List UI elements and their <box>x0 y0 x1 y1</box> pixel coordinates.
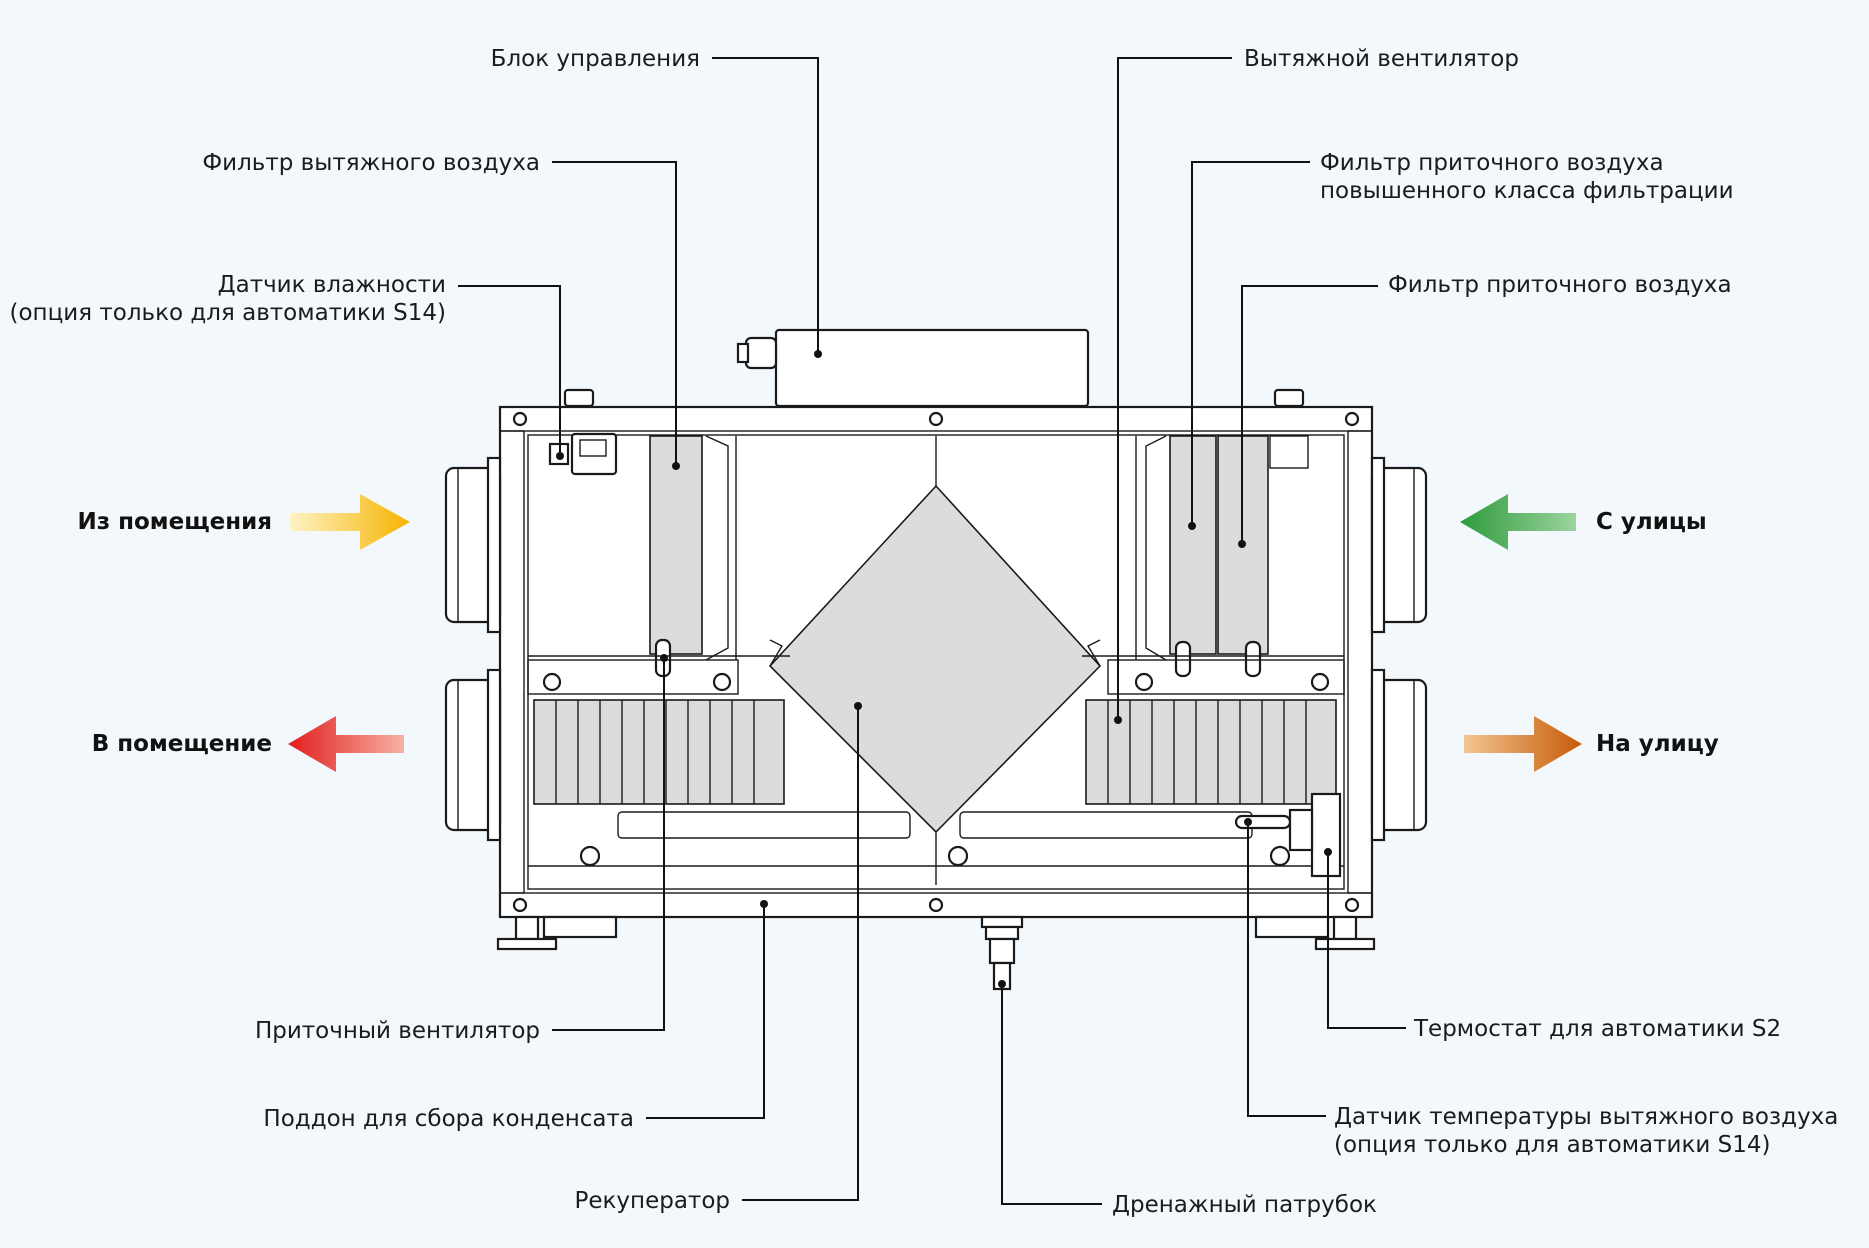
label-condensate-tray: Поддон для сбора конденсата <box>263 1106 634 1132</box>
condensate-tray-drawing <box>617 811 911 839</box>
top-clip-left <box>563 388 595 408</box>
right-rail <box>1347 430 1373 894</box>
arrow-from-street <box>1460 494 1576 550</box>
label-humidity-sensor-note: (опция только для автоматики S14) <box>10 300 446 326</box>
cable-gland-tip <box>736 342 750 364</box>
flow-label-from-street: С улицы <box>1596 509 1707 535</box>
top-rail <box>499 406 1373 432</box>
feet <box>496 915 1376 951</box>
label-exhaust-fan: Вытяжной вентилятор <box>1244 46 1519 72</box>
label-recuperator: Рекуператор <box>575 1188 730 1214</box>
exhaust-filter-drawing <box>649 435 703 655</box>
exhaust-fan-fins <box>1107 700 1307 804</box>
label-thermostat: Термостат для автоматики S2 <box>1413 1016 1781 1042</box>
label-supply-fan: Приточный вентилятор <box>255 1018 540 1044</box>
left-rail <box>499 430 525 894</box>
label-humidity-sensor: Датчик влажности <box>218 272 446 298</box>
label-control-unit: Блок управления <box>491 46 700 72</box>
exhaust-fan-drawing <box>1085 699 1337 805</box>
label-exhaust-filter: Фильтр вытяжного воздуха <box>202 150 540 176</box>
supply-fan-fins <box>555 700 755 804</box>
supply-fan-drawing <box>533 699 785 805</box>
arrow-to-room <box>288 716 404 772</box>
flow-label-to-room: В помещение <box>92 731 272 757</box>
label-drain-pipe: Дренажный патрубок <box>1112 1192 1377 1218</box>
label-exhaust-temp-sensor: Датчик температуры вытяжного воздуха <box>1334 1104 1838 1130</box>
label-exhaust-temp-sensor-note: (опция только для автоматики S14) <box>1334 1132 1770 1158</box>
flow-label-to-street: На улицу <box>1596 731 1719 757</box>
label-supply-filter-hc-class: повышенного класса фильтрации <box>1320 178 1734 204</box>
humidity-sensor-box <box>570 432 618 476</box>
frame-bolts <box>512 411 1360 913</box>
left-duct-bottom <box>444 668 502 842</box>
right-duct-bottom <box>1370 668 1428 842</box>
arrow-from-room <box>290 494 410 550</box>
flow-label-from-room: Из помещения <box>77 509 272 535</box>
control-unit-box <box>774 328 1090 408</box>
thermostat-drawing <box>1310 792 1342 878</box>
label-supply-filter: Фильтр приточного воздуха <box>1388 272 1732 298</box>
bottom-rail <box>499 892 1373 918</box>
leader-lines <box>458 57 1406 1205</box>
top-clip-right <box>1273 388 1305 408</box>
left-duct-top <box>444 456 502 634</box>
right-duct-top <box>1370 456 1428 634</box>
exhaust-filter-frame <box>705 435 729 661</box>
label-supply-filter-hc: Фильтр приточного воздуха <box>1320 150 1664 176</box>
unit-body <box>444 328 1428 991</box>
drain-pipe-drawing <box>980 915 1024 991</box>
cable-gland <box>744 336 778 370</box>
arrow-to-street <box>1464 716 1582 772</box>
